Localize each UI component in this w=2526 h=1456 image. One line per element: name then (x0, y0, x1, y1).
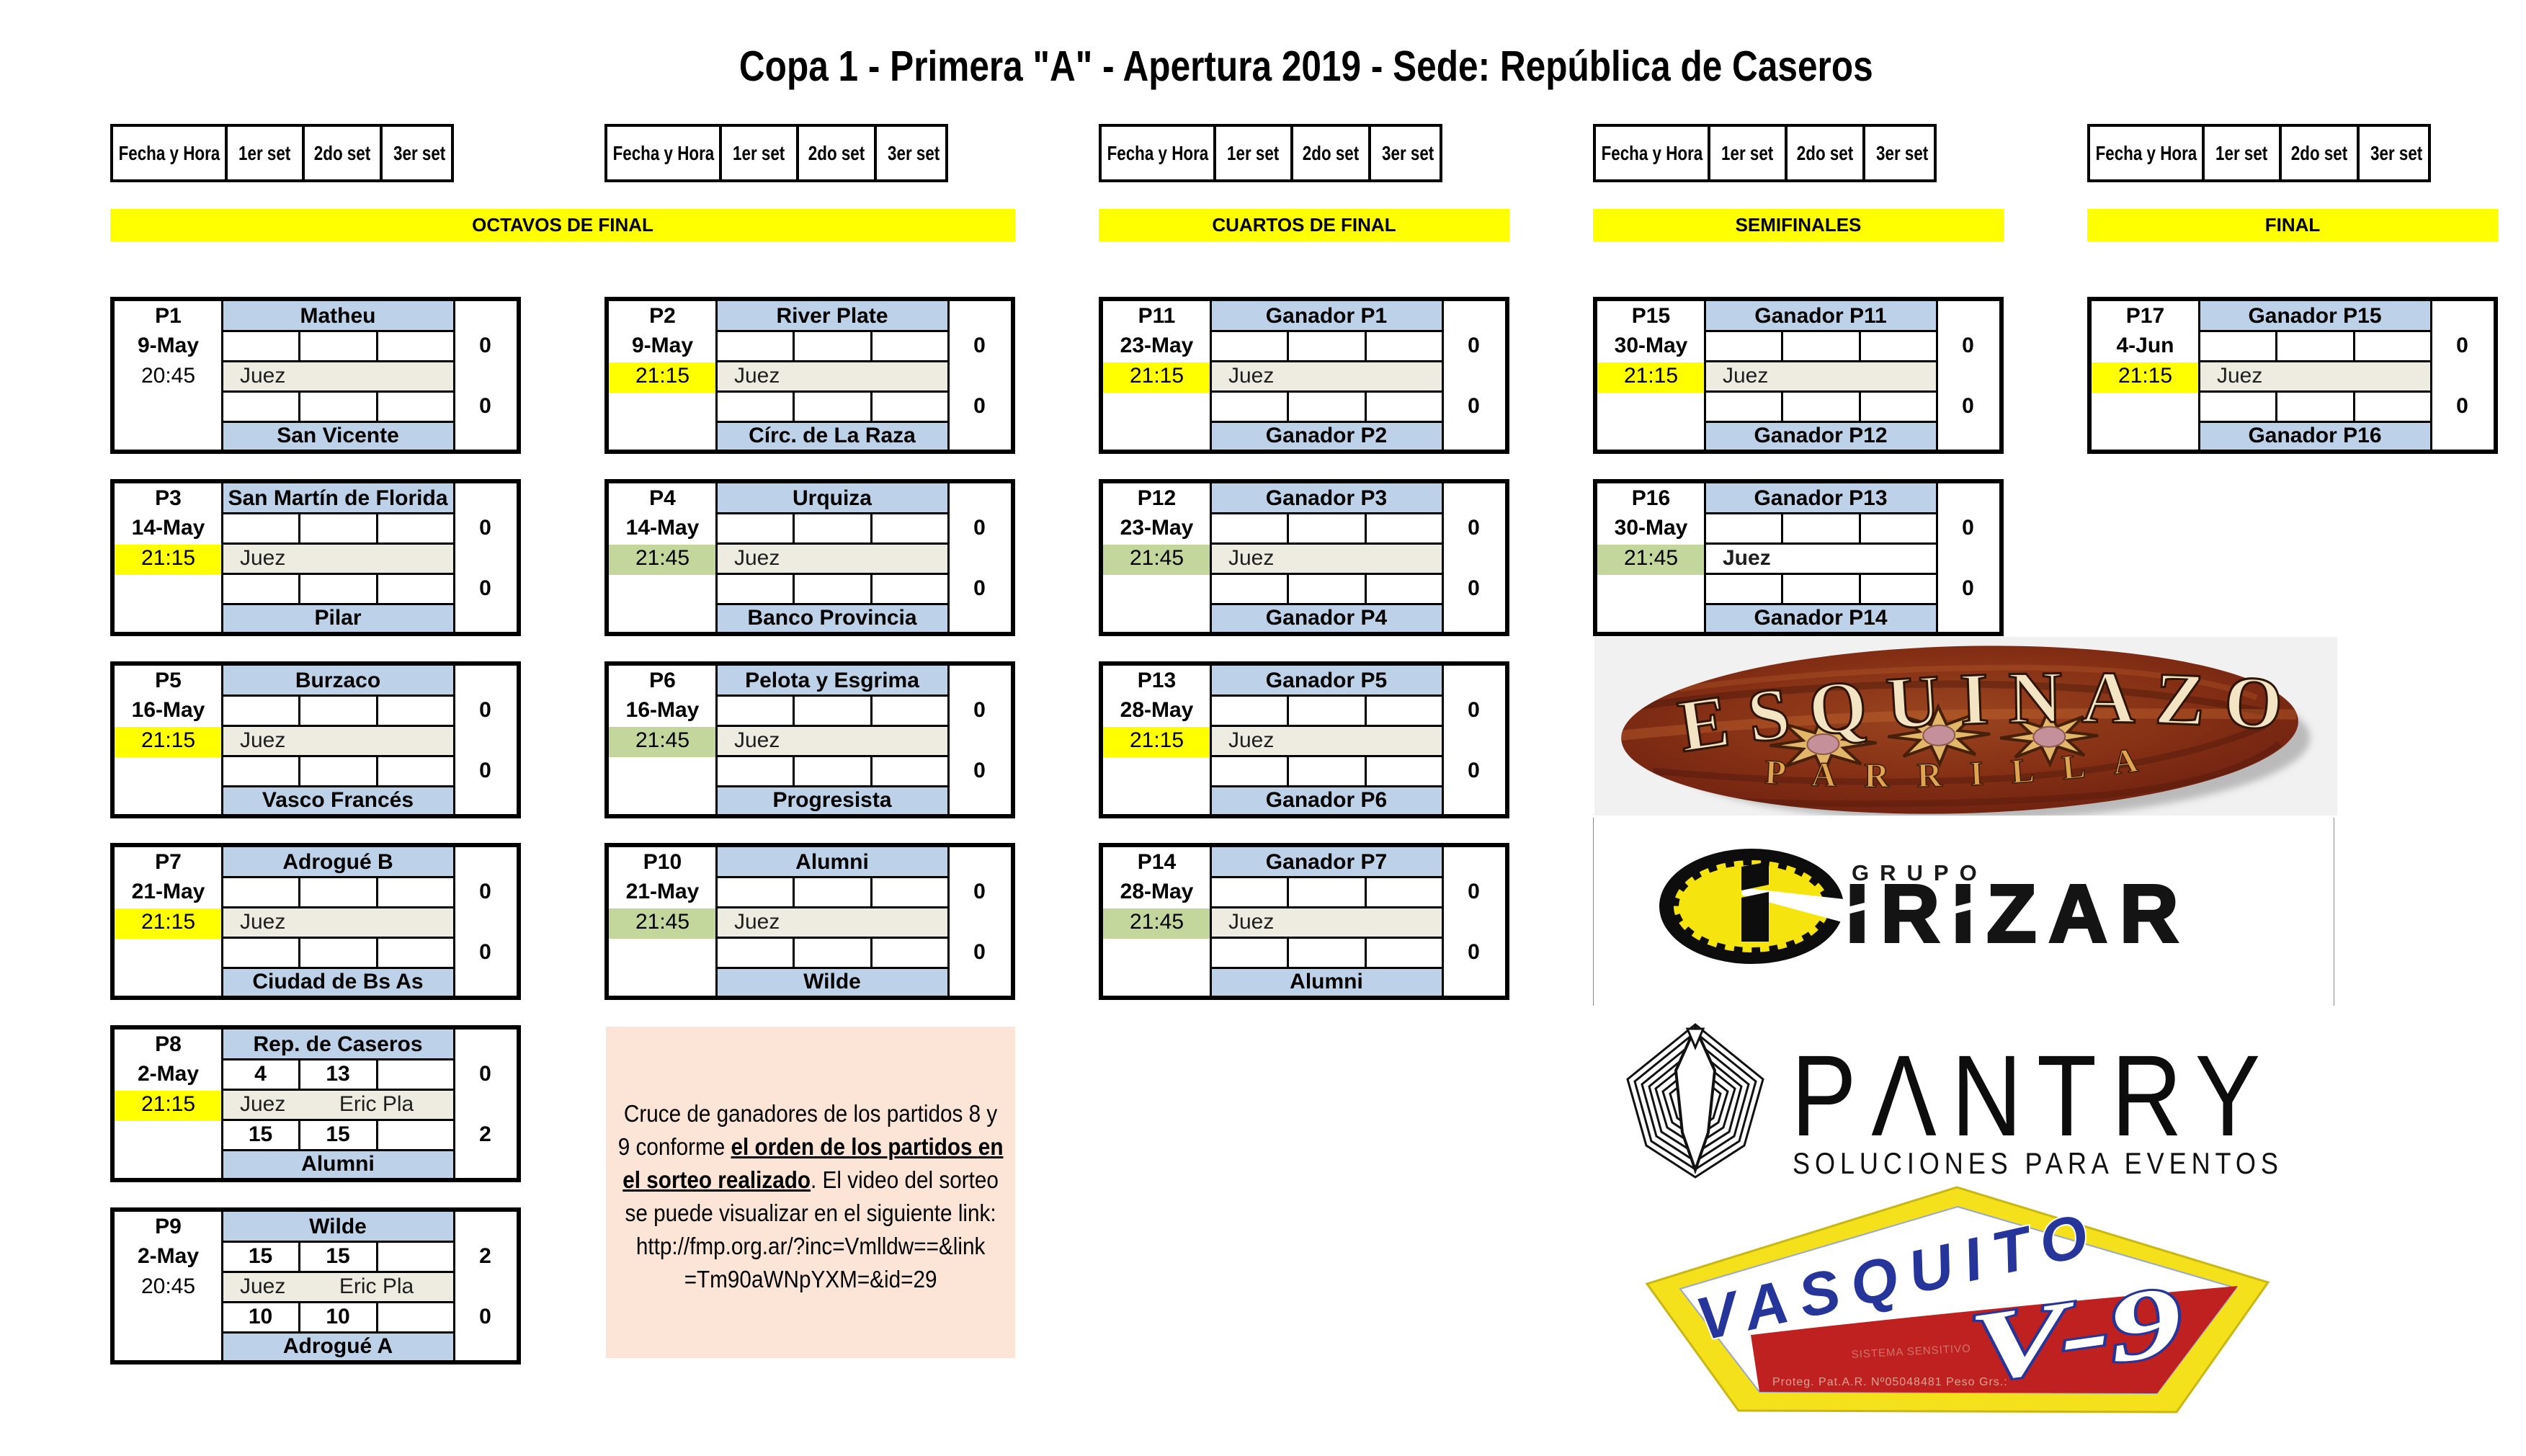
svg-text:IRIZAR: IRIZAR (1846, 868, 2191, 959)
svg-text:Proteg. Pat.A.R. Nº05048481 P: Proteg. Pat.A.R. Nº05048481 Peso Grs.: (1772, 1376, 2008, 1388)
svg-text:GRUPO: GRUPO (1852, 860, 1988, 885)
